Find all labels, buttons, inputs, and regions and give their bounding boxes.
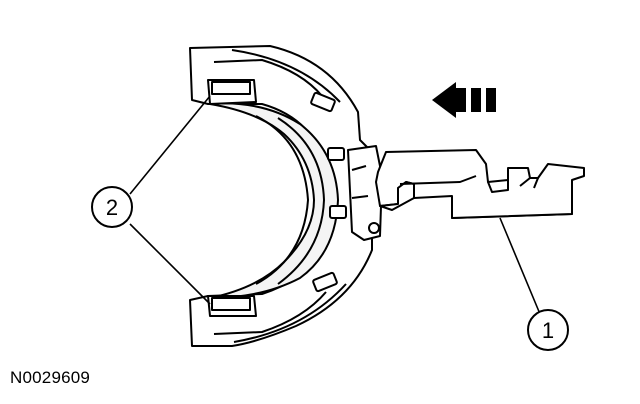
- shim-side-slot-1: [310, 91, 336, 113]
- tool-notch-2: [519, 177, 539, 189]
- shim-slot-upper-2: [231, 49, 341, 103]
- leader-2-top: [129, 95, 211, 195]
- shim-lug-hole: [368, 222, 380, 234]
- shim-slot-lower-2: [233, 283, 347, 343]
- leader-lines: [129, 95, 541, 315]
- thrust-shim: [189, 45, 383, 347]
- callout-1-label: 1: [542, 318, 554, 343]
- callout-2-label: 2: [106, 195, 118, 220]
- callout-2: 2: [91, 186, 133, 228]
- tool-edge-line: [399, 175, 477, 185]
- reference-code: N0029609: [10, 368, 91, 387]
- shim-side-slot-4: [312, 271, 338, 293]
- shim-slot-lower: [213, 291, 327, 335]
- shim-bottom-tab-face: [211, 297, 251, 311]
- arrow-left-dashed-icon: [432, 82, 496, 118]
- shim-inner-arc-2: [277, 117, 325, 285]
- shim-side-slot-2: [327, 147, 345, 161]
- shim-side-slot-3: [329, 205, 347, 219]
- shim-slot-upper: [213, 59, 323, 97]
- removal-tool: [375, 149, 585, 219]
- callout-1: 1: [527, 309, 569, 351]
- tool-notch-1: [487, 180, 509, 193]
- leader-1: [499, 217, 541, 315]
- leader-2-bottom: [129, 223, 211, 305]
- shim-top-tab-face: [211, 81, 251, 95]
- shim-inner-arc-1: [255, 115, 309, 285]
- shim-lug-edge: [351, 165, 369, 199]
